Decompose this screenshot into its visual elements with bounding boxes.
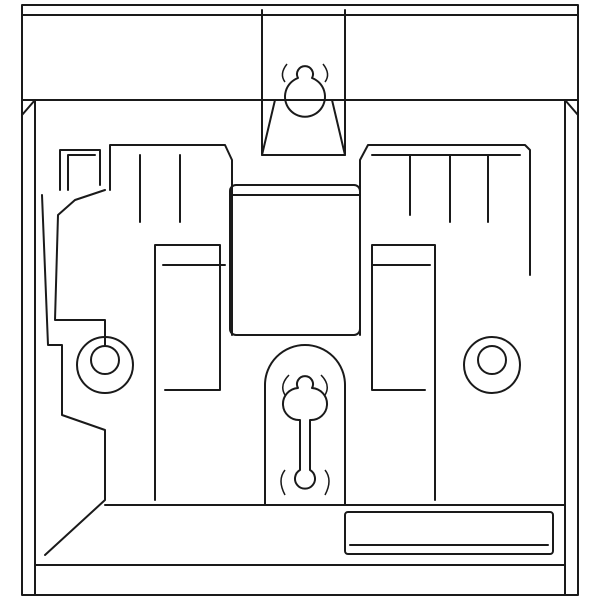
screw-hole-left [76,336,134,394]
outer-frame [21,4,579,596]
center-window [229,184,361,336]
left-rail [41,144,233,556]
screw-hole-right [463,336,521,394]
right-rail [359,144,531,501]
bottom-ledge [104,504,566,555]
keyhole-top [284,65,326,118]
bottom-keyhole-slot [264,344,346,506]
top-hanging-tab [261,9,346,156]
release-button [344,511,554,555]
